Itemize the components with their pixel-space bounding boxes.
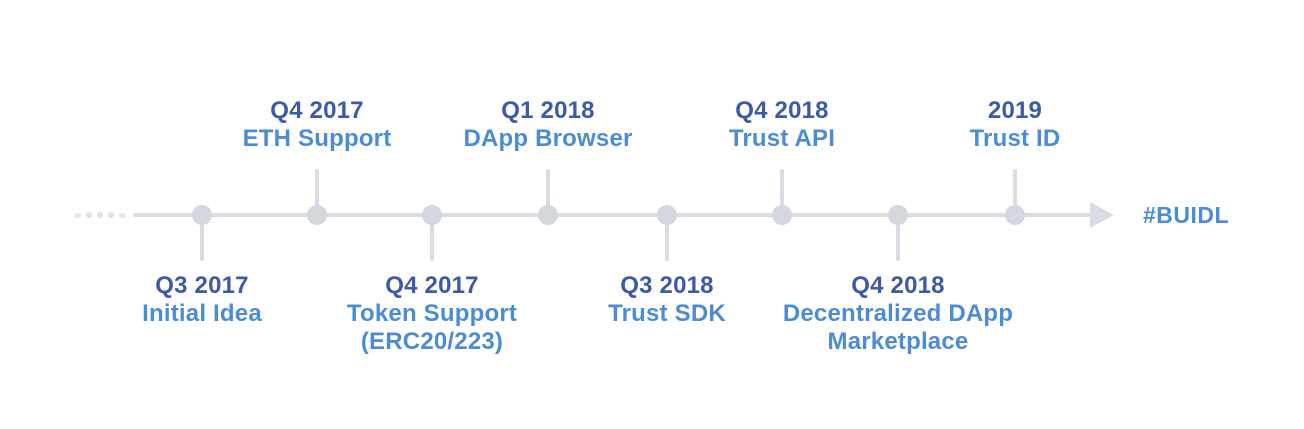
- milestone-title-line2: (ERC20/223): [360, 328, 504, 355]
- milestone-label-q4-2017-token-support: Q4 2017 Token Support (ERC20/223): [282, 272, 582, 356]
- milestone-label-q4-2018-trust-api: Q4 2018 Trust API: [632, 97, 932, 153]
- lead-dot: [74, 212, 81, 218]
- lead-dot: [86, 212, 92, 218]
- node-tick: [780, 169, 784, 215]
- milestone-title: Initial Idea: [142, 300, 262, 327]
- milestone-label-q4-2018-marketplace: Q4 2018 Decentralized DApp Marketplace: [748, 272, 1048, 356]
- node-tick: [430, 215, 434, 261]
- milestone-title: Trust ID: [969, 125, 1061, 152]
- milestone-title-line2: Marketplace: [827, 328, 969, 355]
- milestone-period: Q3 2017: [155, 272, 249, 299]
- hashtag-label: #BUIDL: [1143, 202, 1230, 228]
- milestone-label-q1-2018-dapp-browser: Q1 2018 DApp Browser: [398, 97, 698, 153]
- timeline-axis-line: [133, 213, 1091, 217]
- milestone-period: Q1 2018: [501, 97, 595, 124]
- milestone-title: Trust API: [728, 125, 836, 152]
- lead-dot: [108, 212, 114, 218]
- lead-dot: [119, 212, 126, 218]
- milestone-period: Q4 2018: [851, 272, 945, 299]
- milestone-title: Token Support: [346, 300, 518, 327]
- node-tick: [315, 169, 319, 215]
- node-dot: [888, 205, 908, 225]
- node-dot: [192, 205, 212, 225]
- node-dot: [657, 205, 677, 225]
- milestone-period: Q4 2017: [385, 272, 479, 299]
- milestone-label-2019-trust-id: 2019 Trust ID: [865, 97, 1165, 153]
- milestone-period: Q3 2018: [620, 272, 714, 299]
- milestone-title: ETH Support: [242, 125, 392, 152]
- milestone-period: 2019: [987, 97, 1043, 124]
- timeline-lead-dots: [74, 212, 126, 218]
- milestone-period: Q4 2017: [270, 97, 364, 124]
- milestone-label-q3-2018-trust-sdk: Q3 2018 Trust SDK: [517, 272, 817, 328]
- node-dot: [422, 205, 442, 225]
- milestone-title: Trust SDK: [608, 300, 726, 327]
- milestone-period: Q4 2018: [735, 97, 829, 124]
- node-tick: [665, 215, 669, 261]
- timeline-arrowhead-icon: [1090, 202, 1114, 228]
- node-tick: [200, 215, 204, 261]
- milestone-title: DApp Browser: [463, 125, 633, 152]
- node-dot: [772, 205, 792, 225]
- milestone-label-q3-2017-initial-idea: Q3 2017 Initial Idea: [52, 272, 352, 328]
- node-dot: [1005, 205, 1025, 225]
- node-dot: [538, 205, 558, 225]
- node-tick: [546, 169, 550, 215]
- milestone-label-q4-2017-eth-support: Q4 2017 ETH Support: [167, 97, 467, 153]
- node-tick: [1013, 169, 1017, 215]
- node-tick: [896, 215, 900, 261]
- milestone-title: Decentralized DApp: [782, 300, 1014, 327]
- node-dot: [307, 205, 327, 225]
- lead-dot: [97, 212, 103, 218]
